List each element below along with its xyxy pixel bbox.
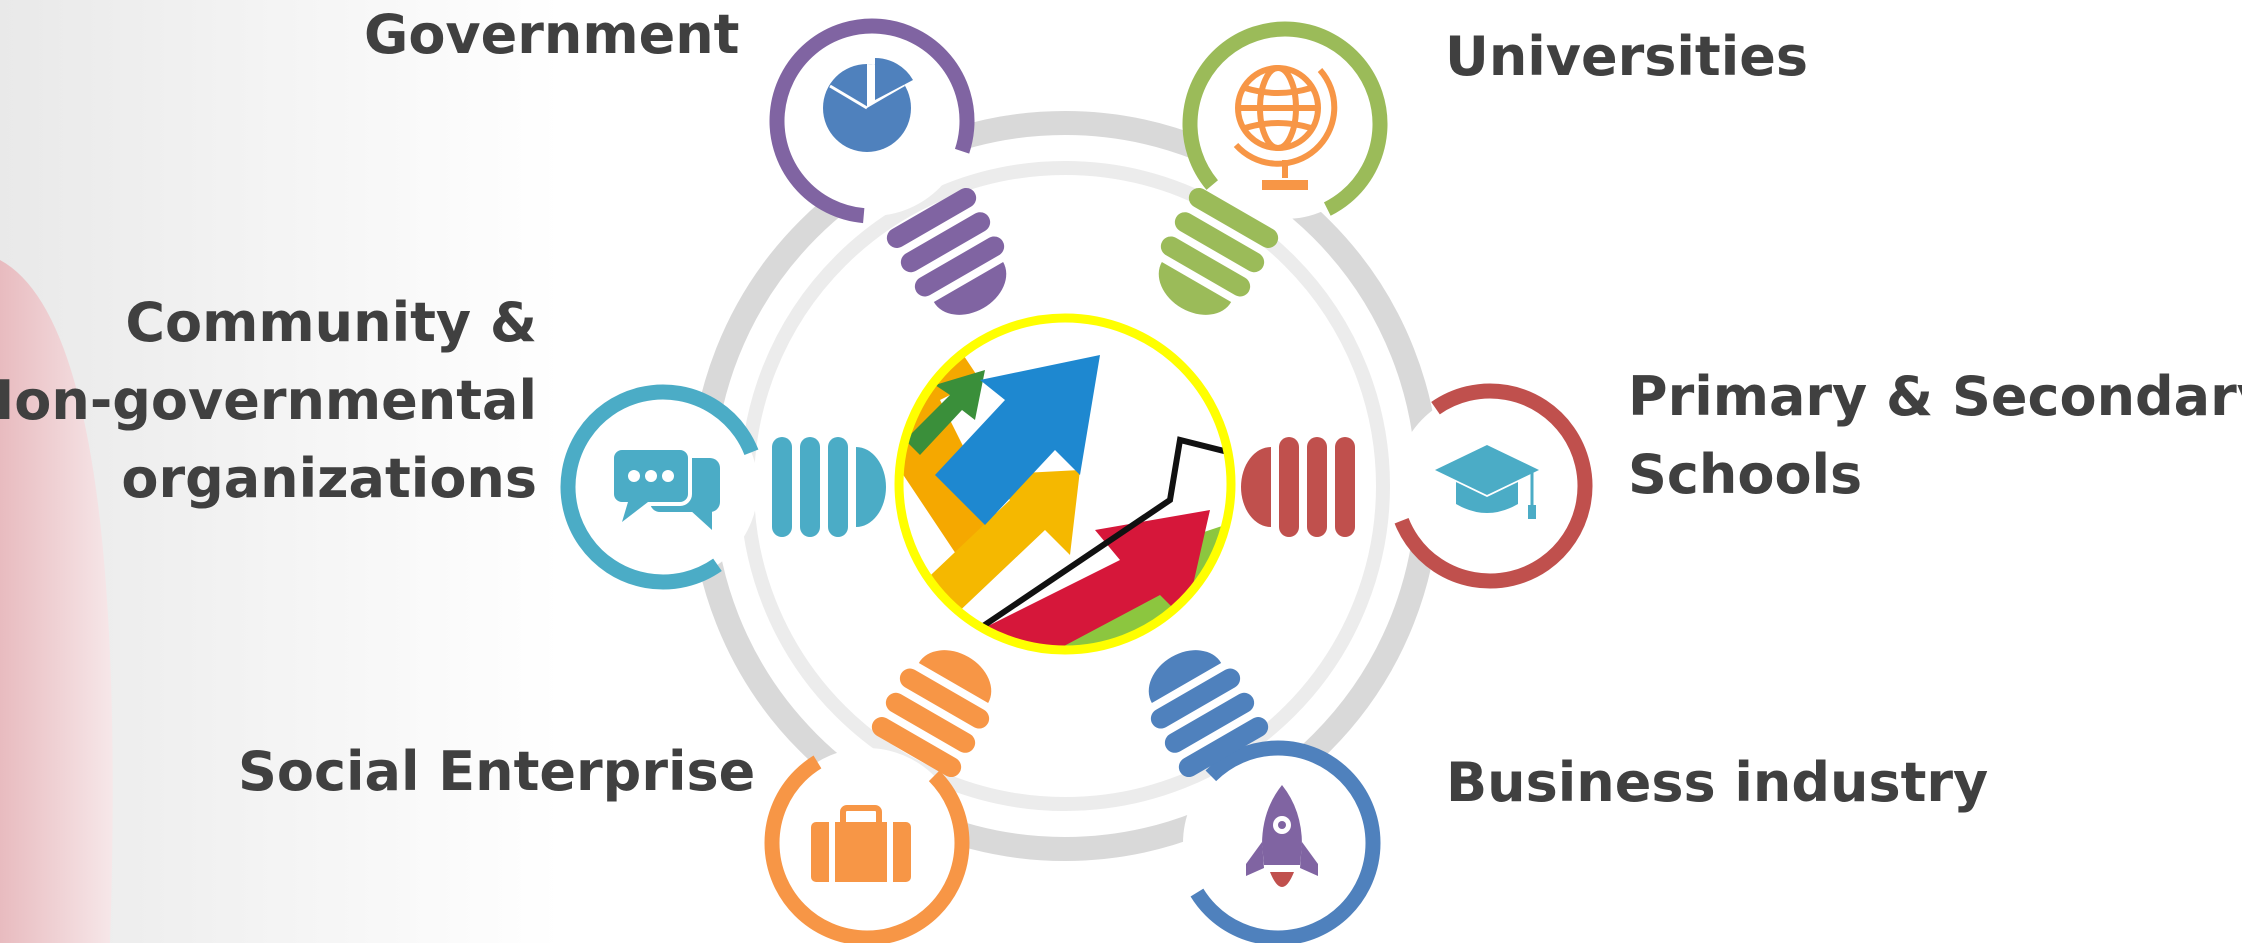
business-connector <box>1148 650 1269 778</box>
label-social-enterprise: Social Enterprise <box>238 740 756 803</box>
social-enterprise-node <box>764 650 992 943</box>
social-enterprise-connector <box>871 650 992 778</box>
community-connector <box>772 437 886 537</box>
label-schools: Primary & Secondary Schools <box>1628 358 2242 514</box>
blue-arrow <box>935 355 1100 525</box>
label-community-line-1: Community & <box>125 291 537 354</box>
center-image <box>894 313 1236 655</box>
business-node <box>1148 650 1381 943</box>
schools-connector <box>1241 437 1355 537</box>
label-community: Community & Non-governmental organizatio… <box>0 284 537 518</box>
schools-node <box>1241 383 1593 589</box>
label-community-line-3: organizations <box>121 447 537 510</box>
label-schools-line-1: Primary & Secondary <box>1628 365 2242 428</box>
pie-chart-icon <box>823 58 913 152</box>
decorative-pink-arc <box>0 260 113 943</box>
government-node <box>769 18 1007 315</box>
chat-bubbles-icon <box>610 446 720 530</box>
red-arrow <box>960 510 1210 650</box>
universities-connector <box>1158 187 1279 315</box>
label-government: Government <box>364 3 740 66</box>
label-community-line-2: Non-governmental <box>0 369 537 432</box>
label-universities: Universities <box>1445 25 1808 88</box>
universities-node <box>1158 21 1388 315</box>
briefcase-icon <box>811 805 911 882</box>
label-business: Business industry <box>1446 751 1989 814</box>
rocket-icon <box>1246 785 1318 887</box>
government-connector <box>886 187 1007 315</box>
graduation-cap-icon <box>1435 445 1539 519</box>
label-schools-line-2: Schools <box>1628 443 1863 506</box>
community-node <box>560 384 886 590</box>
globe-icon <box>1233 65 1338 190</box>
